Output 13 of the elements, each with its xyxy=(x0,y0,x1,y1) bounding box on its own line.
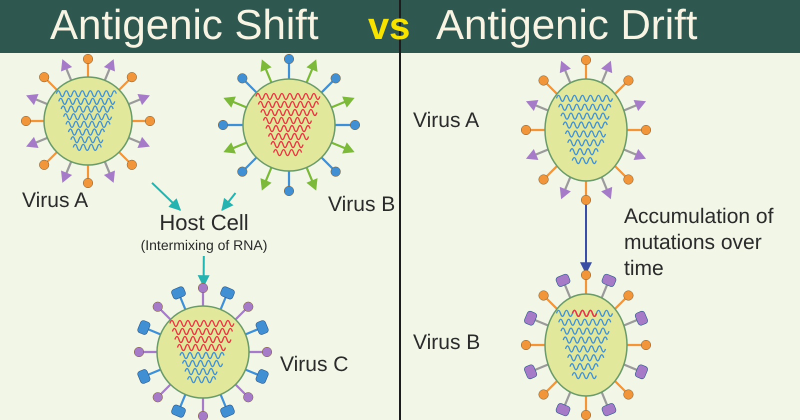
edge-label: Accumulation of mutations over time xyxy=(624,204,774,282)
node-title: Host Cell xyxy=(159,210,249,236)
arrow xyxy=(151,182,182,211)
virus-label: Virus A xyxy=(22,188,88,214)
virus-label: Virus A xyxy=(413,108,480,134)
virus-label: Virus B xyxy=(413,330,480,356)
header-title: Antigenic Shift xyxy=(50,0,318,50)
node-subtitle: (Intermixing of RNA) xyxy=(140,236,268,254)
header-title: vs xyxy=(368,5,410,50)
virus-label: Virus B xyxy=(328,192,396,218)
header-title: Antigenic Drift xyxy=(436,0,698,50)
arrow xyxy=(221,192,236,211)
virus-label: Virus C xyxy=(280,352,348,378)
